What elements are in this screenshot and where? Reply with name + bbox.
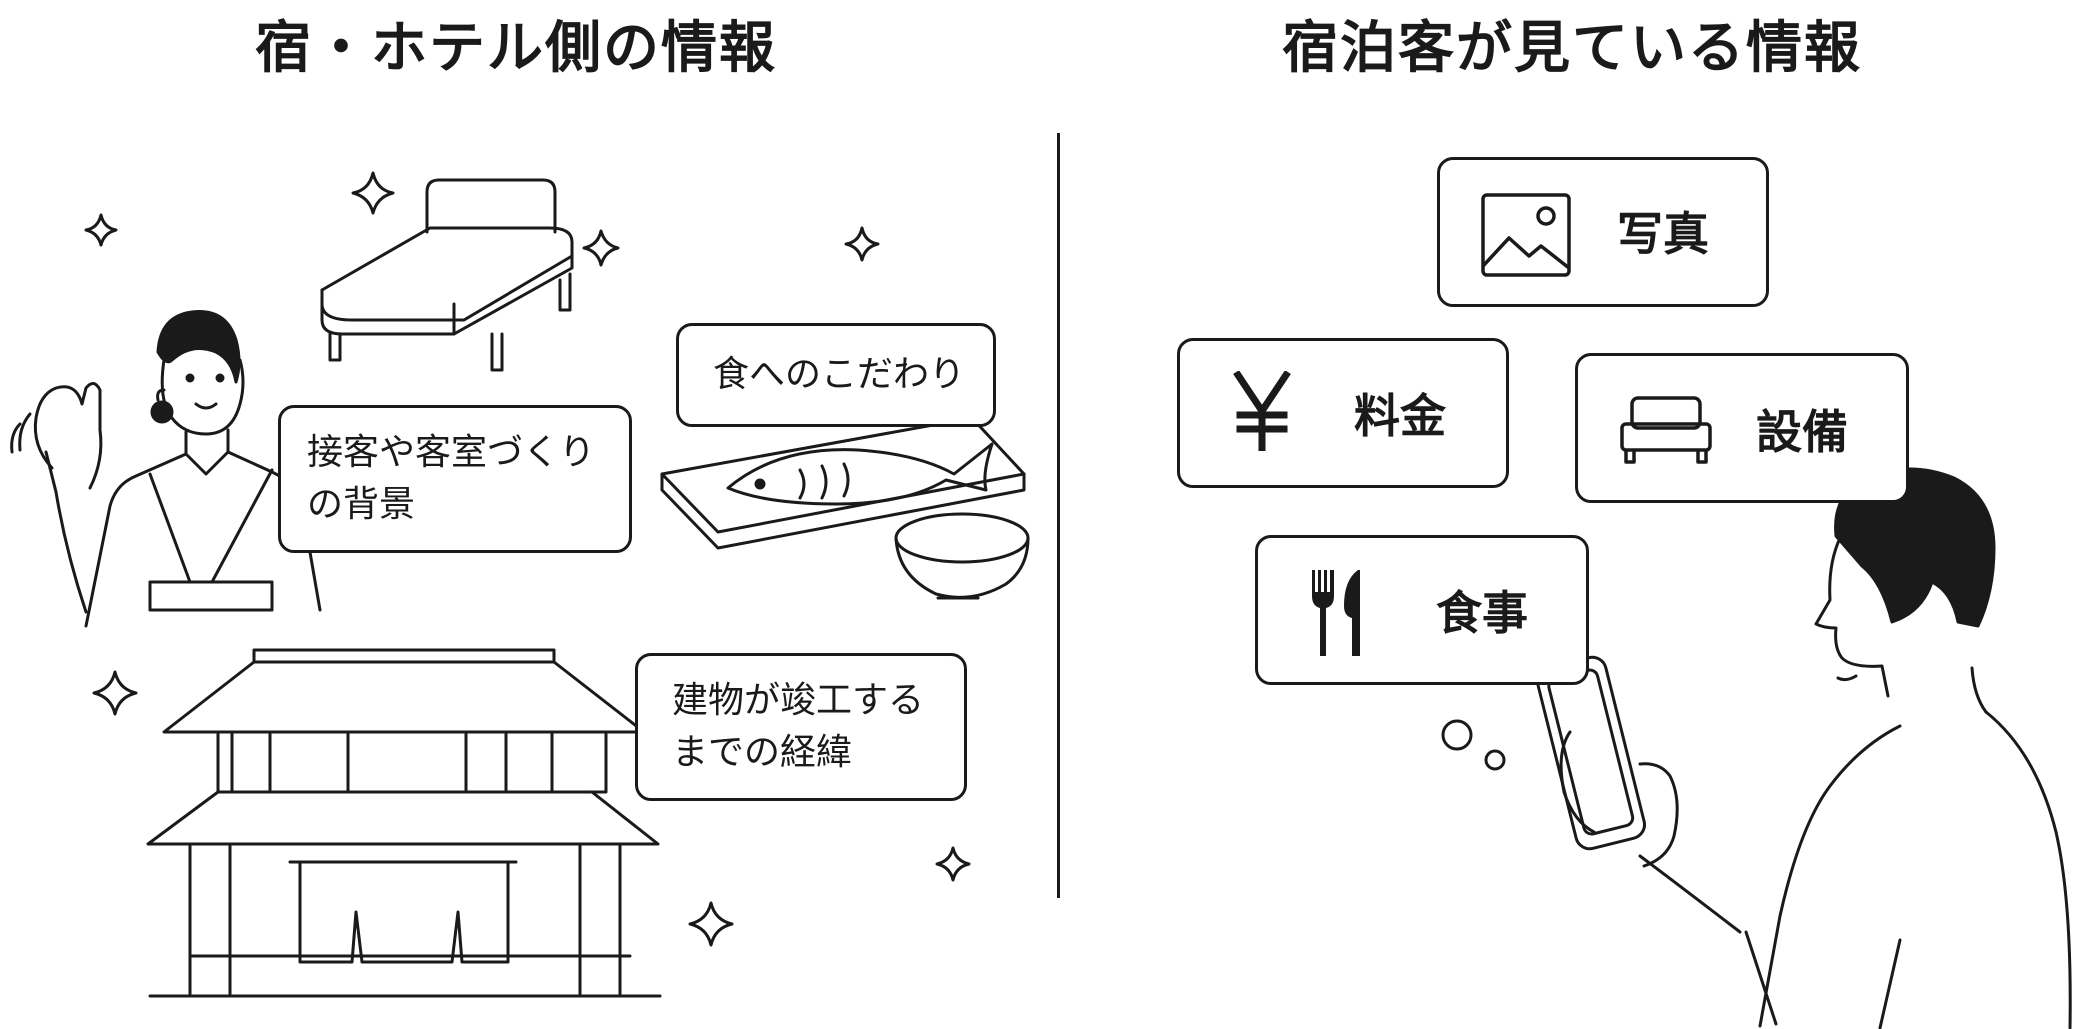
sparkle-icon xyxy=(351,171,395,215)
sparkle-icon xyxy=(844,226,880,262)
thought-bubble-icon xyxy=(1441,719,1473,751)
hotel-side-heading: 宿・ホテル側の情報 xyxy=(255,16,777,81)
hotel-staff-woman-illustration xyxy=(10,310,322,628)
sparkle-icon xyxy=(84,213,118,247)
yen-icon xyxy=(1233,371,1291,451)
food-card-text: 食へのこだわり xyxy=(713,354,966,395)
facility-card: 設備 xyxy=(1575,353,1909,503)
ryokan-building-illustration xyxy=(146,648,662,998)
facility-card-label: 設備 xyxy=(1756,405,1848,459)
section-divider xyxy=(1057,133,1060,898)
bed-icon xyxy=(1620,396,1712,464)
meal-card-label: 食事 xyxy=(1436,586,1528,640)
fork-knife-icon xyxy=(1312,570,1360,656)
building-card-text: 建物が竣工するまでの経緯 xyxy=(672,680,925,773)
hospitality-card: 接客や客室づくりの背景 xyxy=(278,405,632,553)
sparkle-icon xyxy=(92,670,138,716)
food-commitment-card: 食へのこだわり xyxy=(676,323,996,427)
guest-side-heading: 宿泊客が見ている情報 xyxy=(1282,16,1862,81)
meal-card: 食事 xyxy=(1255,535,1589,685)
fish-plate-illustration xyxy=(660,416,1030,600)
sparkle-icon xyxy=(582,229,620,267)
sparkle-icon xyxy=(935,846,971,882)
building-history-card: 建物が竣工するまでの経緯 xyxy=(635,653,967,801)
image-icon xyxy=(1481,193,1571,277)
hospitality-card-text: 接客や客室づくりの背景 xyxy=(307,432,596,525)
photo-card-label: 写真 xyxy=(1617,207,1709,261)
guest-man-illustration xyxy=(1536,467,2072,1029)
price-card-label: 料金 xyxy=(1354,389,1446,443)
price-card: 料金 xyxy=(1177,338,1509,488)
bed-illustration xyxy=(320,178,574,372)
sparkle-icon xyxy=(688,901,734,947)
photo-card: 写真 xyxy=(1437,157,1769,307)
thought-bubble-icon xyxy=(1484,749,1506,771)
